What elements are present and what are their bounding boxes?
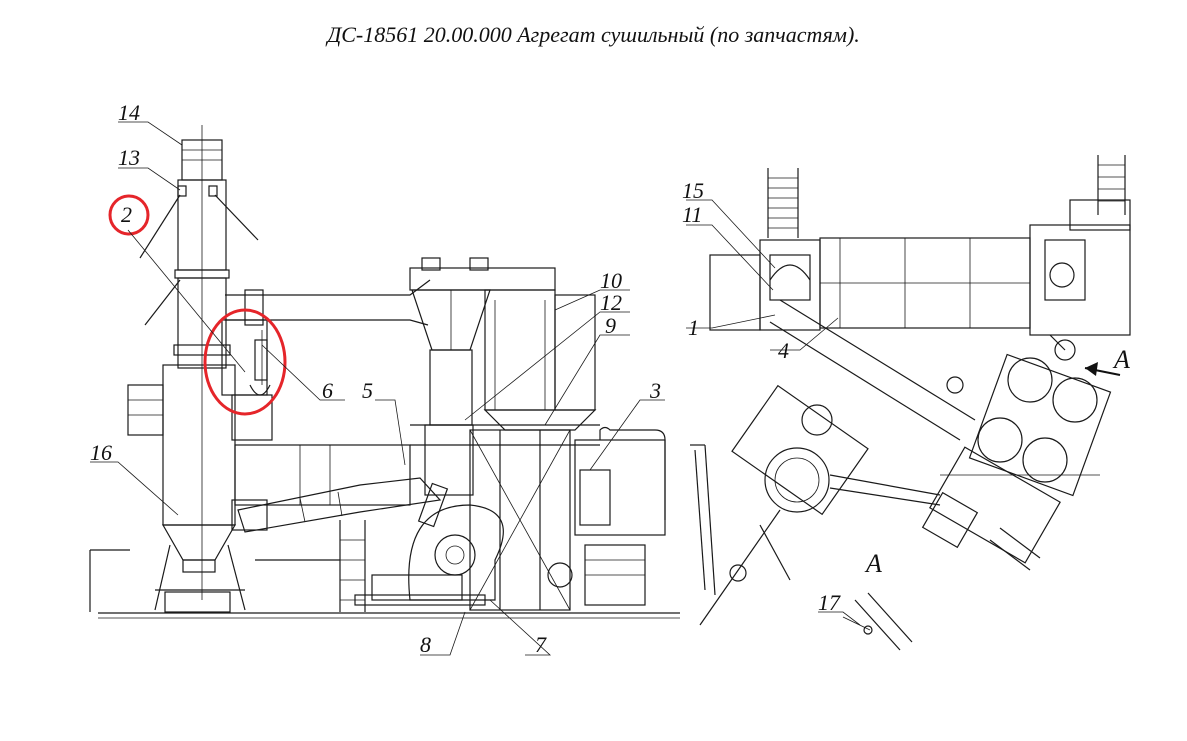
view-label-a: A xyxy=(864,549,882,578)
drum-plan xyxy=(709,199,1131,336)
callout-labels: 14 13 2 16 6 5 10 12 9 3 8 7 15 11 1 4 1… xyxy=(90,100,1130,657)
ladder-right xyxy=(1097,155,1126,215)
view-arrow-a xyxy=(1084,362,1121,376)
callout-16: 16 xyxy=(90,440,112,465)
gate-valve-6 xyxy=(221,319,273,441)
plan-view xyxy=(690,155,1131,651)
top-duct xyxy=(225,279,431,326)
cyclone-battery xyxy=(409,257,597,496)
highlight-circle-2 xyxy=(108,194,150,236)
leader-lines xyxy=(90,121,861,656)
support-frame xyxy=(410,424,600,611)
part-17 xyxy=(842,592,913,651)
callout-3: 3 xyxy=(649,378,661,403)
callout-4: 4 xyxy=(778,338,789,363)
callout-12: 12 xyxy=(600,290,622,315)
callout-2: 2 xyxy=(121,202,132,227)
rotary-assembly xyxy=(690,384,1100,626)
cyclone-cluster-plan xyxy=(921,334,1112,571)
callout-8: 8 xyxy=(420,632,431,657)
callout-15: 15 xyxy=(682,178,704,203)
drying-drum-5 xyxy=(231,444,411,531)
callout-13: 13 xyxy=(118,145,140,170)
burner-unit-3 xyxy=(547,426,666,606)
callout-9: 9 xyxy=(605,313,616,338)
callout-7: 7 xyxy=(535,632,547,657)
callout-10: 10 xyxy=(600,268,622,293)
conveyor-4 xyxy=(769,254,976,441)
drawing-title: ДС-18561 20.00.000 Агрегат сушильный (по… xyxy=(327,22,860,47)
callout-6: 6 xyxy=(322,378,333,403)
cyclone-16 xyxy=(127,364,246,613)
callout-11: 11 xyxy=(682,202,702,227)
stairs xyxy=(255,520,366,612)
callout-17: 17 xyxy=(818,590,841,615)
side-elevation-view xyxy=(89,125,680,619)
callout-1: 1 xyxy=(688,315,699,340)
highlight-ellipse-6 xyxy=(203,308,287,416)
ladder-left xyxy=(767,168,799,238)
inclined-pipe xyxy=(237,477,449,533)
view-label-arrow-a: A xyxy=(1112,345,1130,374)
exhaust-stack xyxy=(139,125,259,600)
callout-5: 5 xyxy=(362,378,373,403)
callout-14: 14 xyxy=(118,100,140,125)
